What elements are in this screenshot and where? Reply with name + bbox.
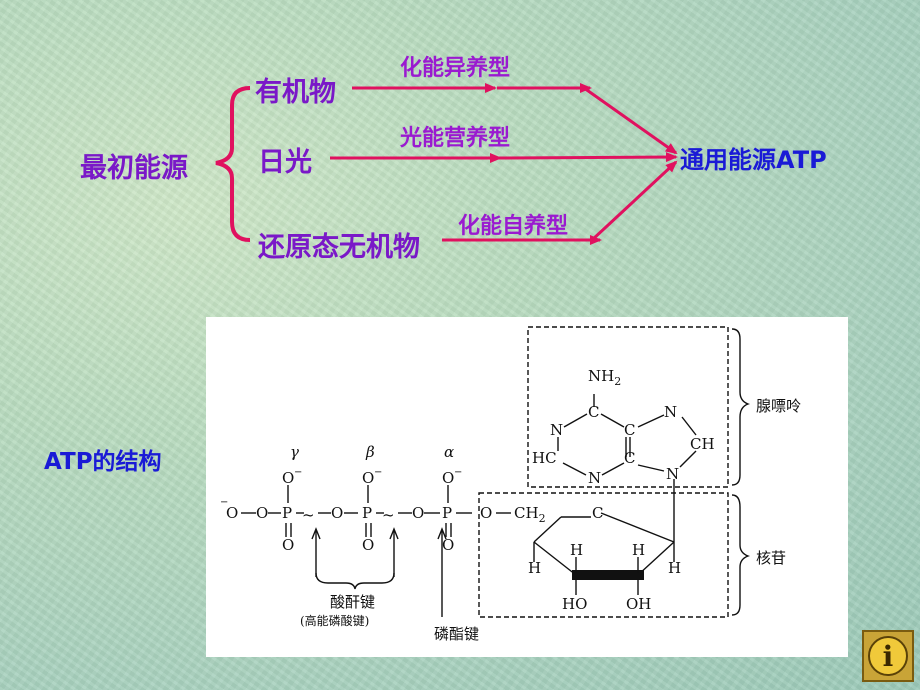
svg-text:N: N (664, 403, 677, 421)
svg-text:O: O (412, 504, 424, 522)
adenine-brace (731, 328, 750, 486)
alpha-label: α (444, 443, 454, 461)
type-chemoautotroph: 化能自养型 (458, 214, 569, 239)
info-button[interactable]: i (862, 630, 914, 682)
svg-text:P: P (442, 504, 452, 522)
svg-text:O: O (226, 504, 238, 522)
atp-formula-svg: γ β α O− O− O− − O O P ~ O P ~ O P O CH2… (220, 326, 801, 643)
source-brace (215, 86, 251, 242)
svg-text:C: C (592, 504, 603, 522)
type-chemoheterotroph: 化能异养型 (400, 56, 511, 81)
nucleoside-brace (731, 494, 750, 616)
ester-bond-label: 磷酯键 (434, 625, 479, 643)
beta-label: β (365, 443, 375, 461)
svg-text:O: O (282, 469, 294, 487)
svg-text:O: O (362, 536, 374, 554)
nh2-label: NH2 (588, 367, 621, 388)
svg-text:O: O (442, 469, 454, 487)
svg-text:HC: HC (532, 449, 557, 467)
svg-text:−: − (374, 467, 382, 478)
svg-text:HO: HO (562, 595, 587, 613)
nucleoside-label: 核苷 (756, 549, 786, 567)
svg-text:−: − (220, 497, 228, 508)
svg-text:−: − (294, 467, 302, 478)
adenine-label: 腺嘌呤 (756, 397, 801, 415)
target-atp: 通用能源ATP (680, 146, 827, 174)
svg-text:CH: CH (690, 435, 715, 453)
anhydride-bond-label: 酸酐键 (330, 593, 375, 611)
info-icon: i (868, 636, 908, 676)
gamma-label: γ (290, 443, 299, 461)
source-organic: 有机物 (255, 77, 336, 108)
svg-text:N: N (666, 465, 679, 483)
svg-text:O: O (480, 504, 492, 522)
arrow-inorganic-2 (590, 160, 678, 242)
svg-text:H: H (668, 559, 681, 577)
nucleoside-box (478, 492, 729, 618)
svg-text:O: O (282, 536, 294, 554)
source-sunlight: 日光 (258, 147, 312, 178)
adenine-box (527, 326, 729, 488)
svg-text:P: P (282, 504, 292, 522)
svg-text:H: H (528, 559, 541, 577)
svg-text:H: H (570, 541, 583, 559)
ch2-label: CH2 (514, 504, 546, 525)
svg-text:C: C (624, 449, 635, 467)
svg-text:O: O (331, 504, 343, 522)
svg-text:N: N (550, 421, 563, 439)
svg-text:P: P (362, 504, 372, 522)
svg-text:−: − (454, 467, 462, 478)
type-phototroph: 光能营养型 (400, 126, 511, 151)
svg-text:OH: OH (626, 595, 651, 613)
svg-text:~: ~ (302, 506, 315, 524)
arrow-organic-3 (583, 86, 678, 155)
energy-flow-connectors (215, 83, 678, 245)
atp-structure-figure: γ β α O− O− O− − O O P ~ O P ~ O P O CH2… (206, 317, 848, 657)
svg-text:C: C (588, 403, 599, 421)
svg-text:~: ~ (382, 506, 395, 524)
arrow-sunlight-2 (499, 152, 678, 163)
svg-text:O: O (362, 469, 374, 487)
svg-text:O: O (256, 504, 268, 522)
svg-text:O: O (442, 536, 454, 554)
svg-text:C: C (624, 421, 635, 439)
atp-structure-title: ATP的结构 (44, 449, 162, 475)
svg-text:H: H (632, 541, 645, 559)
source-label: 最初能源 (80, 153, 188, 184)
svg-text:N: N (588, 469, 601, 487)
source-inorganic: 还原态无机物 (258, 232, 420, 263)
high-energy-bond-label: (高能磷酸键) (300, 613, 369, 628)
